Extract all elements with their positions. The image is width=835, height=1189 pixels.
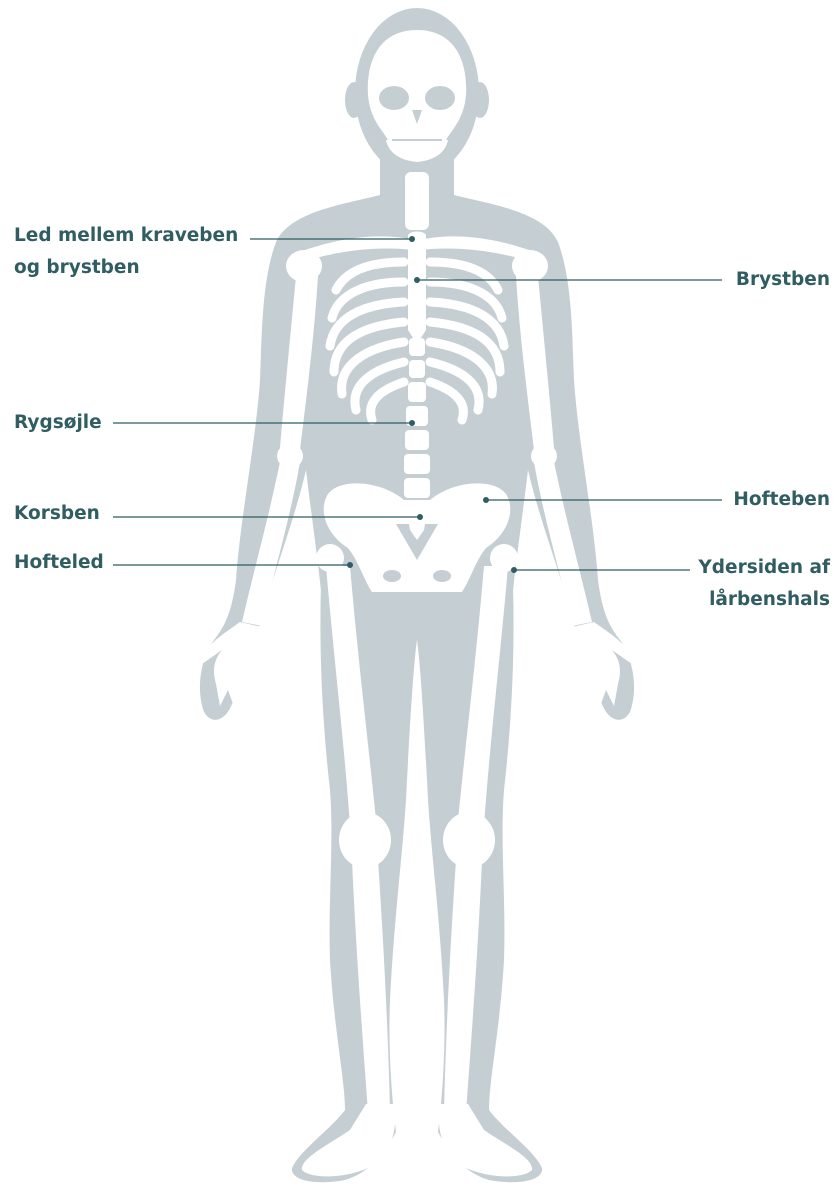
label-hip-joint: Hofteled (14, 547, 104, 579)
label-spine-text: Rygsøjle (14, 407, 102, 439)
right-knee (443, 812, 495, 868)
dot-hip-bone (483, 497, 489, 503)
dot-sternoclavicular (409, 236, 415, 242)
left-knee (339, 812, 391, 868)
label-sacrum: Korsben (14, 498, 100, 530)
cervical-spine (405, 172, 429, 230)
label-femoral-neck: Ydersiden af lårbenshals (698, 552, 830, 616)
label-femoral-neck-line1: Ydersiden af (698, 552, 830, 584)
label-sternoclavicular-joint: Led mellem kraveben og brystben (14, 220, 238, 284)
legs-silhouette (292, 560, 542, 1182)
label-hip-joint-text: Hofteled (14, 547, 104, 579)
label-femoral-neck-line2: lårbenshals (698, 584, 830, 616)
label-sacrum-text: Korsben (14, 498, 100, 530)
dot-spine (409, 420, 415, 426)
left-eye-socket (379, 86, 409, 110)
label-sternum-text: Brystben (736, 264, 830, 296)
dot-sacrum (417, 514, 423, 520)
label-hip-bone-text: Hofteben (733, 484, 830, 516)
dot-femoral-neck (511, 567, 517, 573)
label-sternum: Brystben (736, 264, 830, 296)
label-hip-bone: Hofteben (733, 484, 830, 516)
label-sternoclavicular-line1: Led mellem kraveben (14, 220, 238, 252)
dot-sternum (414, 277, 420, 283)
right-eye-socket (425, 86, 455, 110)
dot-hip-joint (347, 562, 353, 568)
label-sternoclavicular-line2: og brystben (14, 252, 238, 284)
label-spine: Rygsøjle (14, 407, 102, 439)
